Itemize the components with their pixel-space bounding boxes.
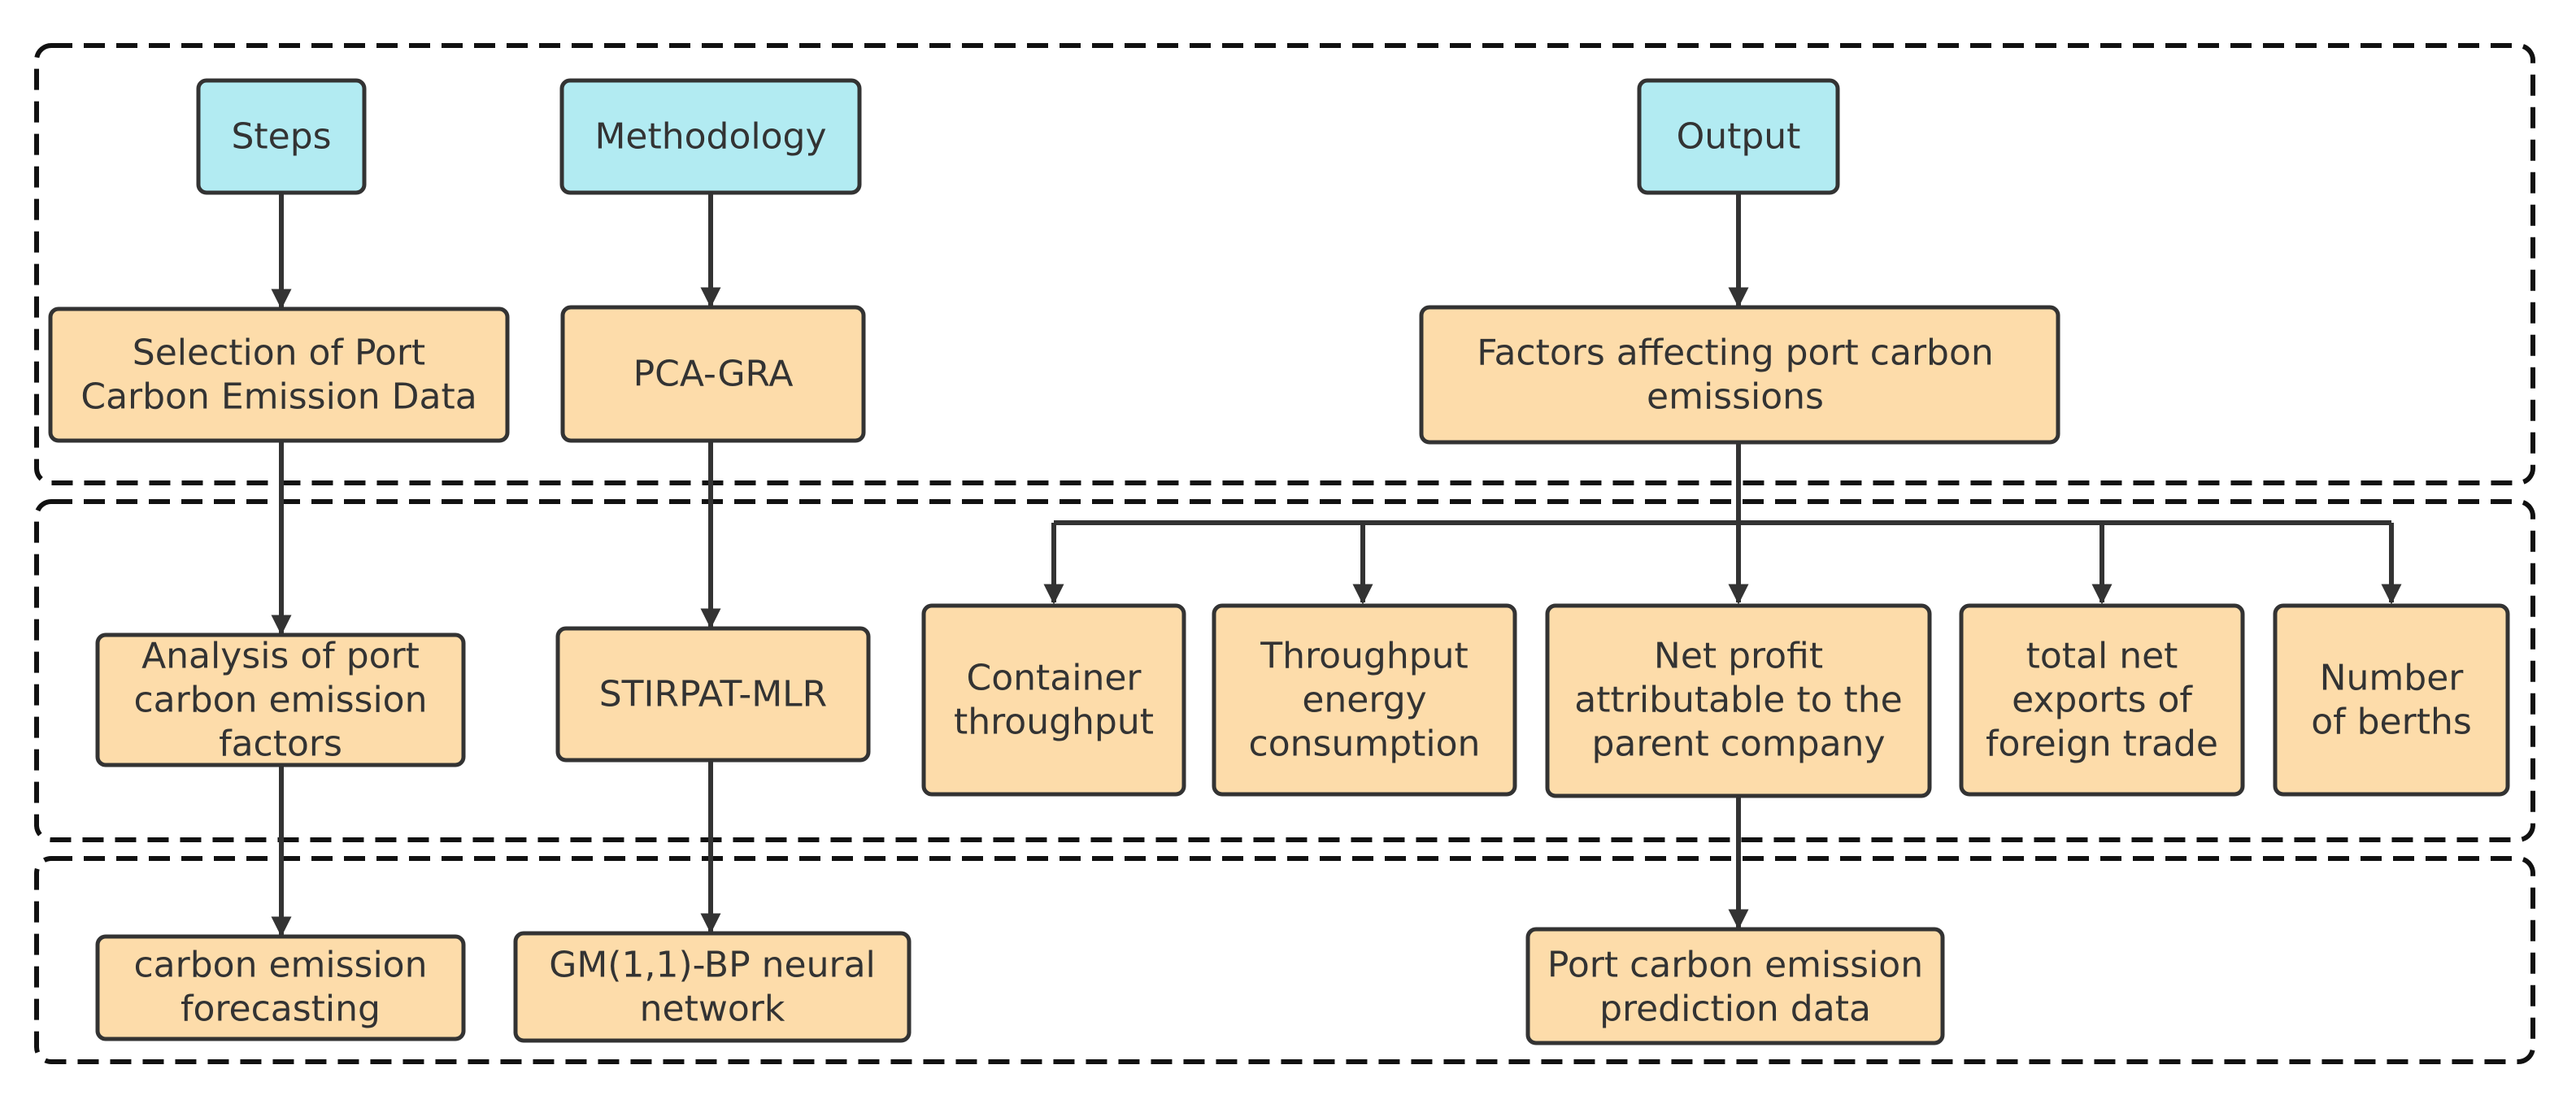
analysis-box-label-line: Analysis of port [141, 636, 420, 677]
output-header: Output [1637, 78, 1840, 195]
pca-gra-box-label-line: PCA-GRA [633, 354, 794, 395]
energy-consumption-box-label-line: consumption [1249, 724, 1481, 765]
factors-box-label-line: emissions [1647, 376, 1824, 418]
region-top [34, 43, 2535, 485]
forecasting-box-label-line: carbon emission [133, 945, 427, 986]
prediction-box-label-line: Port carbon emission [1547, 945, 1923, 986]
prediction-box-label-line: prediction data [1599, 989, 1871, 1030]
berths-box-label-line: of berths [2311, 702, 2472, 743]
energy-consumption-box-label-line: energy [1302, 680, 1426, 721]
foreign-trade-box-label-line: exports of [2012, 680, 2193, 721]
factors-box-label-line: Factors affecting port carbon [1477, 333, 1994, 374]
stirpat-mlr-box: STIRPAT-MLR [555, 626, 871, 763]
methodology-header: Methodology [559, 78, 862, 195]
energy-consumption-box-label-line: Throughput [1260, 636, 1469, 677]
container-throughput-box-label-line: Container [966, 658, 1142, 699]
steps-header-label-line: Steps [231, 116, 331, 158]
output-header-label-line: Output [1677, 116, 1801, 158]
net-profit-box-label-line: Net profit [1654, 636, 1823, 677]
gm-bp-box-label-line: network [640, 989, 785, 1030]
foreign-trade-box-label-line: foreign trade [1986, 724, 2218, 765]
berths-box-label-line: Number [2320, 658, 2465, 699]
analysis-box-label-line: carbon emission [133, 680, 427, 721]
selection-box-label-line: Carbon Emission Data [80, 376, 476, 418]
nodes: Steps Methodology Output Selection of Po… [48, 78, 2510, 1045]
selection-box-label-line: Selection of Port [133, 333, 425, 374]
analysis-box-label-line: factors [219, 724, 342, 765]
pca-gra-box: PCA-GRA [560, 305, 866, 443]
foreign-trade-box-label-line: total net [2026, 636, 2178, 677]
stirpat-mlr-box-label-line: STIRPAT-MLR [599, 674, 828, 715]
connectors [271, 193, 2402, 937]
methodology-header-label-line: Methodology [594, 116, 826, 158]
region-middle [34, 499, 2535, 842]
gm-bp-box-label-line: GM(1,1)-BP neural [549, 945, 876, 986]
forecasting-box-label-line: forecasting [181, 989, 381, 1030]
region-bottom [34, 856, 2535, 1064]
net-profit-box-label-line: attributable to the [1574, 680, 1902, 721]
net-profit-box-label-line: parent company [1591, 724, 1885, 765]
steps-header: Steps [196, 78, 367, 195]
container-throughput-box-label-line: throughput [954, 702, 1154, 743]
